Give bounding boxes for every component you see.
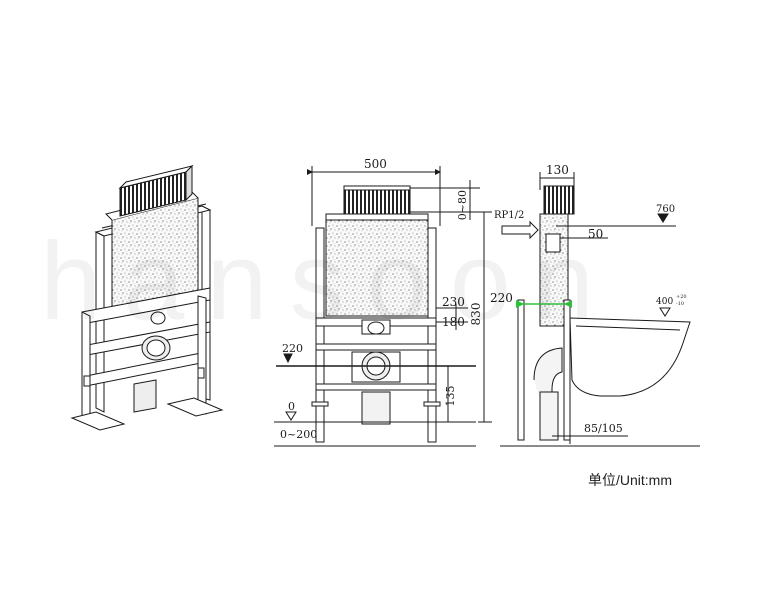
side-inlet-label: RP1/2 <box>494 210 524 221</box>
front-dim-230-label: 230 <box>442 295 465 309</box>
side-dim-220-arrow-left <box>516 300 524 308</box>
front-height-label: 830 <box>469 303 483 326</box>
isometric-view <box>70 164 224 431</box>
front-level-0-label: 0 <box>288 400 295 413</box>
unit-label: 单位/Unit:mm <box>588 472 672 488</box>
front-dim-135-label: 135 <box>444 386 457 407</box>
front-view <box>274 166 492 447</box>
side-dim-400-label: 400 <box>656 297 673 307</box>
side-dim-220-label: 220 <box>490 291 513 305</box>
side-dim-85-105-label: 85/105 <box>584 422 623 435</box>
front-width-label: 500 <box>364 157 387 171</box>
watermark: hansoon <box>40 220 617 343</box>
front-dim-180-label: 180 <box>442 315 465 329</box>
side-dim-400-tol-upper: +20 <box>676 294 687 300</box>
side-dim-400-tol-lower: -10 <box>676 301 684 307</box>
side-dim-50-label: 50 <box>588 227 603 241</box>
front-floor-range-label: 0~200 <box>280 428 317 441</box>
side-depth-label: 130 <box>546 163 569 177</box>
side-level-760-label: 760 <box>656 204 675 215</box>
front-tank-offset-label: 0~80 <box>456 190 469 220</box>
front-level-220-label: 220 <box>282 342 303 355</box>
side-view <box>500 172 700 447</box>
side-dim-220-arrow-right <box>564 300 572 308</box>
